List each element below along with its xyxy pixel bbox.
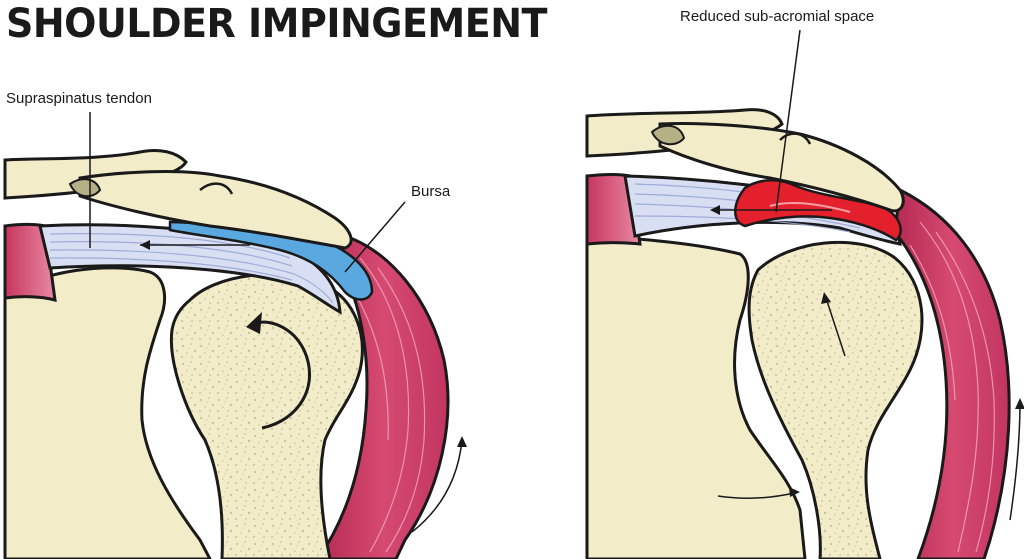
right-impinged-shoulder [585,29,1024,559]
left-scapula [3,266,212,559]
left-rotation-arrow [251,320,311,430]
left-acromion [78,170,353,250]
page-title: SHOULDER IMPINGEMENT [6,0,547,47]
reduced-space-leader-line [775,29,801,213]
left-normal-shoulder [3,112,467,559]
left-clavicle [3,148,188,200]
bursa-label: Bursa [411,183,451,200]
supraspinatus-tendon-label: Supraspinatus tendon [6,90,152,107]
bursa-leader-line [344,201,406,273]
left-supraspinatus-muscle [3,223,57,303]
left-deltoid-muscle [316,232,450,559]
left-humerus [169,272,364,559]
right-scapula [585,234,807,559]
right-humerus [747,240,924,559]
right-deltoid-muscle [893,187,1011,559]
reduced-space-label: Reduced sub-acromial space [680,8,875,25]
